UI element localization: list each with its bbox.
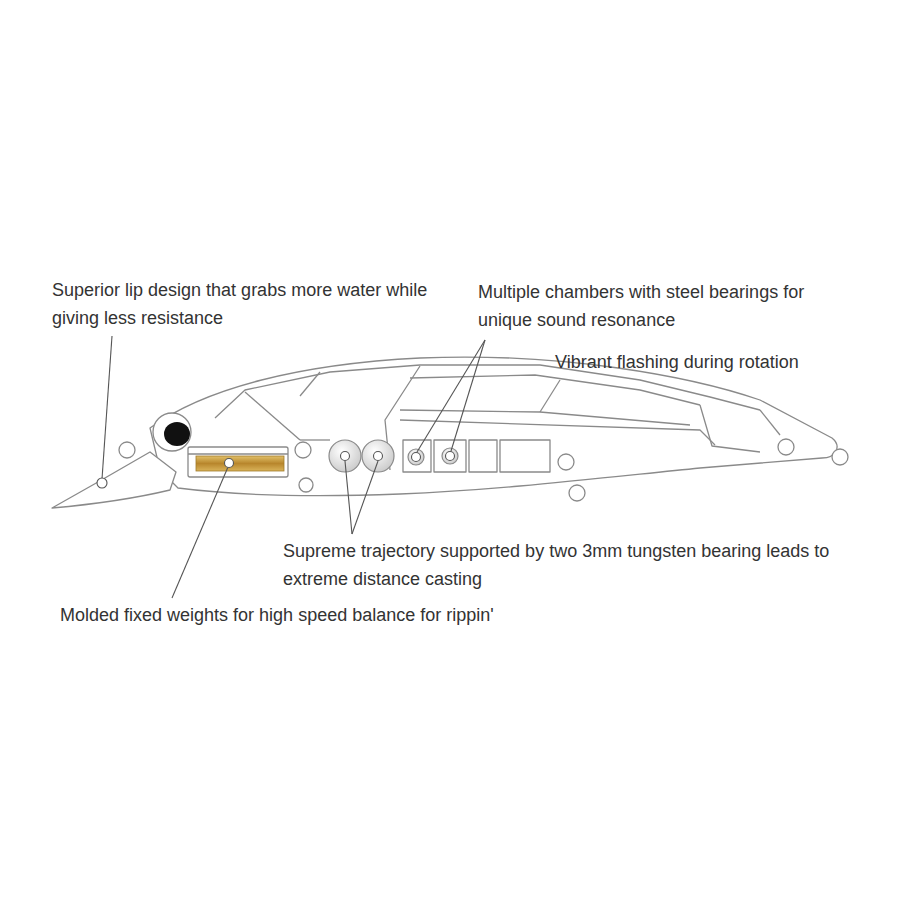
steel-bearings xyxy=(408,448,458,465)
lure-eye xyxy=(153,413,191,451)
tungsten-balls xyxy=(329,440,394,472)
molded-weight xyxy=(196,456,284,471)
callout-text: Molded fixed weights for high speed bala… xyxy=(60,601,680,629)
callout-text: Multiple chambers with steel bearings fo… xyxy=(478,278,850,334)
callout-text: Supreme trajectory supported by two 3mm … xyxy=(283,537,868,593)
callout-text: Superior lip design that grabs more wate… xyxy=(52,276,452,332)
lure-body xyxy=(52,357,848,508)
callout-text: Vibrant flashing during rotation xyxy=(555,348,890,376)
leader-dots xyxy=(97,452,455,489)
